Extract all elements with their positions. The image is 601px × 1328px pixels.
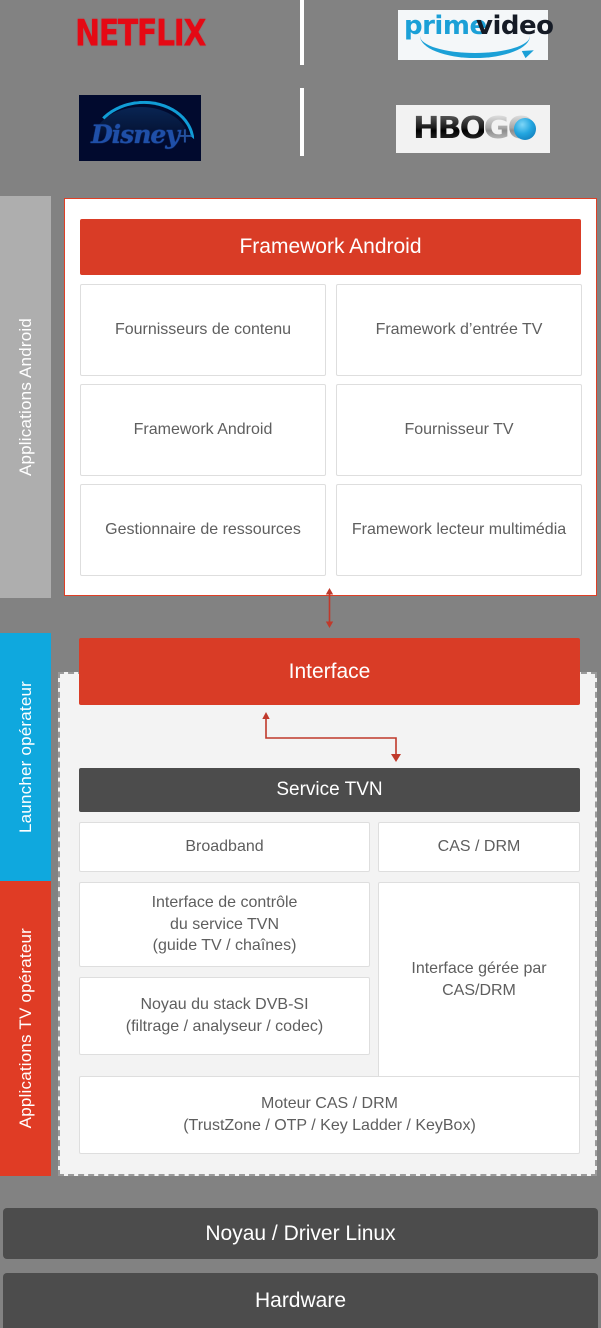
- operator-cell-managed-interface-label: Interface gérée par CAS/DRM: [411, 960, 547, 999]
- android-cell-resource-manager-label: Gestionnaire de ressources: [105, 521, 301, 539]
- android-cell-resource-manager[interactable]: Gestionnaire de ressources: [80, 484, 326, 576]
- operator-cell-dvb-si-stack-label: Noyau du stack DVB-SI (filtrage / analys…: [125, 996, 324, 1035]
- android-framework-panel: Framework Android Fournisseurs de conten…: [64, 198, 597, 596]
- go-dot-icon: [514, 118, 536, 140]
- arrow-interface-to-service-tvn: [262, 712, 401, 762]
- android-framework-title-bar: Framework Android: [80, 219, 581, 275]
- amazon-smile-icon: [420, 36, 530, 58]
- rail-applications-android-label: Applications Android: [15, 317, 35, 477]
- prime-video-logo[interactable]: prime video: [398, 10, 554, 60]
- interface-bar: Interface: [79, 638, 580, 705]
- service-tvn-bar: Service TVN: [79, 768, 580, 812]
- android-cell-content-providers-label: Fournisseurs de contenu: [114, 321, 292, 339]
- rail-applications-tv-operateur-label: Applications TV opérateur: [15, 928, 35, 1129]
- disney-plus-symbol: +: [177, 121, 193, 151]
- android-cell-framework-android-label: Framework Android: [133, 421, 273, 439]
- operator-cell-control-interface-label: Interface de contrôle du service TVN (gu…: [151, 894, 298, 955]
- operator-cell-managed-interface[interactable]: Interface gérée par CAS/DRM: [378, 882, 580, 1078]
- interface-bar-label: Interface: [288, 659, 371, 683]
- operator-cell-cas-drm-engine-label: Moteur CAS / DRM (TrustZone / OTP / Key …: [183, 1095, 476, 1134]
- hardware-label: Hardware: [254, 1288, 347, 1312]
- hardware-bar: Hardware: [3, 1273, 598, 1328]
- android-cell-media-player-framework[interactable]: Framework lecteur multimédia: [336, 484, 582, 576]
- service-tvn-label: Service TVN: [276, 779, 383, 800]
- android-cell-framework-android[interactable]: Framework Android: [80, 384, 326, 476]
- rail-launcher-operateur-label: Launcher opérateur: [15, 681, 35, 833]
- android-cell-tv-provider[interactable]: Fournisseur TV: [336, 384, 582, 476]
- operator-cell-broadband[interactable]: Broadband: [79, 822, 370, 872]
- hbo-wordmark: HBO: [412, 111, 487, 146]
- android-cell-media-player-framework-label: Framework lecteur multimédia: [351, 521, 567, 539]
- disney-wordmark: Disney: [91, 120, 180, 149]
- android-cell-tv-provider-label: Fournisseur TV: [404, 421, 514, 439]
- operator-cell-cas-drm-engine[interactable]: Moteur CAS / DRM (TrustZone / OTP / Key …: [79, 1076, 580, 1154]
- operator-cell-dvb-si-stack[interactable]: Noyau du stack DVB-SI (filtrage / analys…: [79, 977, 370, 1055]
- operator-cell-cas-drm-label: CAS / DRM: [437, 838, 521, 856]
- netflix-logo[interactable]: NETFLIX: [74, 14, 207, 54]
- android-cell-content-providers[interactable]: Fournisseurs de contenu: [80, 284, 326, 376]
- kernel-driver-linux-bar: Noyau / Driver Linux: [3, 1208, 598, 1259]
- kernel-driver-linux-label: Noyau / Driver Linux: [205, 1221, 396, 1245]
- operator-cell-cas-drm[interactable]: CAS / DRM: [378, 822, 580, 872]
- rail-applications-tv-operateur: Applications TV opérateur: [0, 881, 51, 1176]
- operator-cell-control-interface[interactable]: Interface de contrôle du service TVN (gu…: [79, 882, 370, 967]
- prime-video-wordmark-video: video: [476, 11, 554, 41]
- streaming-apps-header: NETFLIX prime video Disney + HBO GO: [0, 0, 601, 190]
- hbo-go-logo[interactable]: HBO GO: [396, 105, 550, 153]
- netflix-wordmark: NETFLIX: [75, 12, 207, 55]
- header-divider-top: [300, 0, 304, 65]
- android-framework-title: Framework Android: [239, 235, 422, 258]
- arrow-android-to-interface: [325, 588, 334, 628]
- operator-cell-broadband-label: Broadband: [185, 838, 264, 856]
- android-cell-tv-input-framework-label: Framework d’entrée TV: [375, 321, 543, 339]
- header-divider-bottom: [300, 88, 304, 156]
- prime-video-wordmark-prime: prime: [404, 11, 487, 41]
- rail-applications-android: Applications Android: [0, 196, 51, 598]
- disney-plus-logo[interactable]: Disney +: [79, 95, 201, 161]
- android-cell-tv-input-framework[interactable]: Framework d’entrée TV: [336, 284, 582, 376]
- rail-launcher-operateur: Launcher opérateur: [0, 633, 51, 881]
